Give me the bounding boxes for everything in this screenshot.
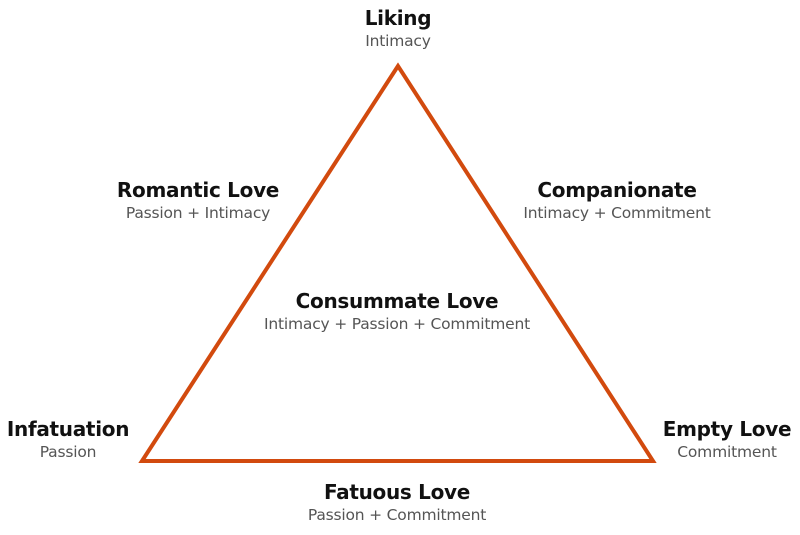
label-title: Fatuous Love	[323, 480, 471, 504]
love-triangle	[138, 62, 657, 463]
label-subtitle: Intimacy + Commitment	[523, 204, 711, 222]
label-subtitle: Intimacy + Passion + Commitment	[264, 315, 530, 333]
label-companionate: Companionate Intimacy + Commitment	[523, 178, 710, 224]
label-romantic-love: Romantic Love Passion + Intimacy	[117, 178, 279, 224]
label-title: Romantic Love	[116, 178, 280, 202]
label-title: Liking	[364, 6, 432, 30]
label-subtitle: Passion	[39, 443, 97, 461]
label-title: Infatuation	[6, 417, 130, 441]
label-subtitle: Passion + Intimacy	[125, 204, 271, 222]
label-liking: Liking Intimacy	[365, 6, 432, 52]
label-subtitle: Intimacy	[365, 32, 431, 50]
label-title: Empty Love	[662, 417, 792, 441]
label-empty-love: Empty Love Commitment	[662, 417, 792, 463]
label-fatuous-love: Fatuous Love Passion + Commitment	[308, 480, 486, 526]
label-infatuation: Infatuation Passion	[6, 417, 130, 463]
label-subtitle: Passion + Commitment	[307, 506, 487, 524]
label-subtitle: Commitment	[677, 443, 777, 461]
label-title: Companionate	[537, 178, 697, 202]
label-consummate-love: Consummate Love Intimacy + Passion + Com…	[264, 289, 530, 335]
label-title: Consummate Love	[295, 289, 499, 313]
